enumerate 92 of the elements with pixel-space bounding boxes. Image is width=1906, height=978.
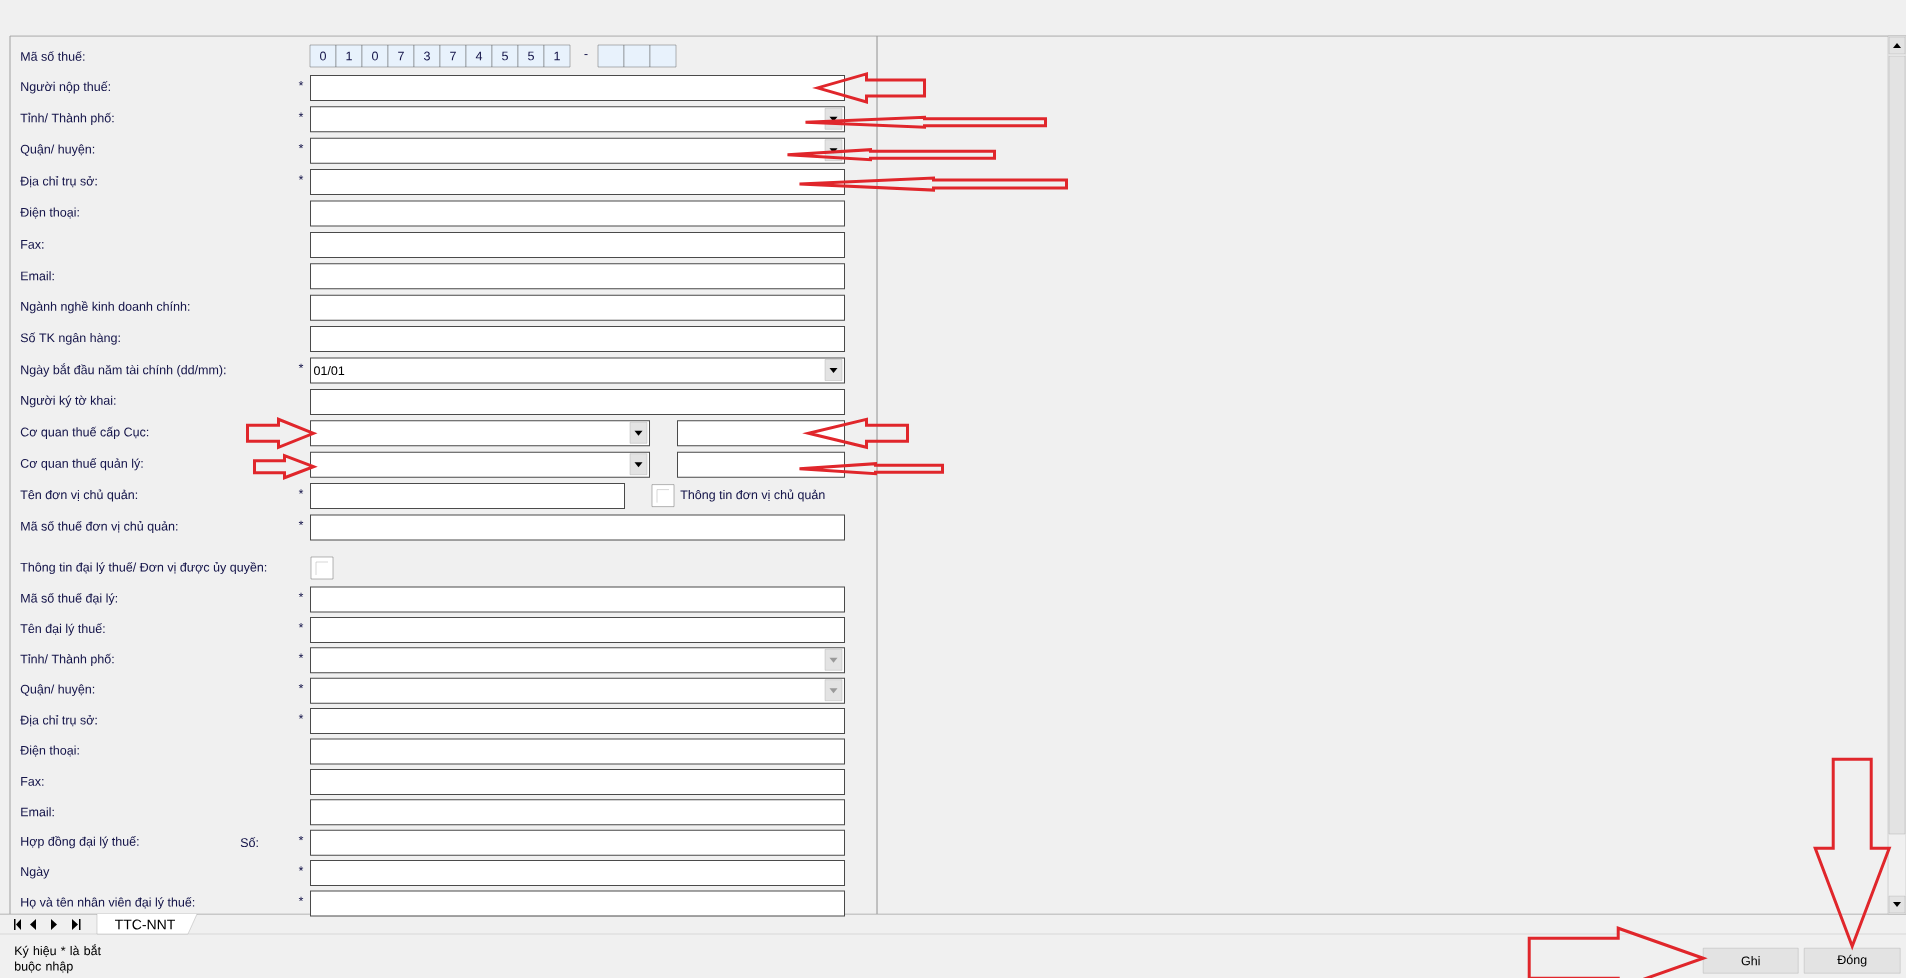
input-field bbox=[310, 799, 845, 826]
field-label: Số TK ngân hàng: bbox=[20, 332, 120, 345]
required-mark: * bbox=[298, 592, 304, 598]
field-label: Số: bbox=[240, 837, 258, 848]
required-mark: * bbox=[298, 363, 304, 369]
digit-box: 5 bbox=[517, 44, 545, 68]
field-label: Người nộp thuế: bbox=[21, 81, 110, 94]
input-field bbox=[310, 738, 845, 765]
checkbox-label: Thông tin đơn vị chủ quản bbox=[680, 489, 825, 502]
input-field bbox=[310, 708, 845, 735]
input-field bbox=[310, 294, 845, 321]
input-field bbox=[310, 74, 845, 101]
field-label: Tỉnh/ Thành phố: bbox=[20, 112, 114, 125]
field-label: Địa chỉ trụ sở: bbox=[20, 714, 97, 727]
required-mark: * bbox=[298, 112, 304, 117]
input-field bbox=[310, 169, 845, 196]
input-field bbox=[310, 326, 845, 353]
dropdown-field bbox=[310, 451, 650, 478]
input-field bbox=[310, 263, 845, 290]
required-mark: * bbox=[298, 81, 304, 86]
button: Ghi bbox=[1703, 948, 1799, 974]
digit-box: 7 bbox=[387, 44, 415, 68]
field-label: Tỉnh/ Thành phố: bbox=[20, 653, 114, 666]
field-label: Cơ quan thuế cấp Cục: bbox=[20, 426, 149, 439]
dropdown-field bbox=[310, 137, 845, 164]
input-field bbox=[310, 768, 845, 795]
required-mark: * bbox=[298, 653, 304, 658]
field-label: Email: bbox=[21, 807, 54, 817]
field-label: Hợp đồng đại lý thuế: bbox=[21, 836, 139, 849]
digit-box: 4 bbox=[465, 44, 493, 68]
input-field bbox=[310, 860, 845, 887]
field-label: Ngày bbox=[21, 866, 50, 879]
input-field bbox=[677, 420, 845, 447]
digit-box: 0 bbox=[361, 44, 389, 68]
required-mark: * bbox=[298, 683, 304, 689]
field-label: Mã số thuế đơn vị chủ quản: bbox=[21, 520, 178, 534]
field-label: Tên đại lý thuế: bbox=[20, 623, 105, 636]
required-mark: * bbox=[298, 175, 304, 180]
required-mark: * bbox=[298, 520, 304, 526]
block-arrow bbox=[798, 176, 1068, 192]
required-mark: * bbox=[298, 866, 304, 871]
digit-box: 1 bbox=[543, 44, 571, 68]
digit-box: 3 bbox=[413, 44, 441, 68]
button: Đóng bbox=[1804, 948, 1901, 974]
input-field bbox=[310, 200, 845, 227]
field-label: Điện thoại: bbox=[20, 207, 79, 219]
input-field bbox=[677, 451, 845, 478]
digit-box: 5 bbox=[491, 44, 519, 68]
dropdown-field: 01/01 bbox=[310, 357, 845, 384]
block-arrow bbox=[804, 115, 1047, 129]
field-label: Ngày bắt đầu năm tài chính (dd/mm): bbox=[21, 363, 226, 377]
hyphen-text: - bbox=[584, 54, 588, 56]
field-label: Họ và tên nhân viên đại lý thuế: bbox=[21, 896, 195, 910]
required-mark: * bbox=[298, 489, 304, 494]
input-field bbox=[310, 231, 845, 258]
input-field bbox=[310, 514, 845, 541]
required-mark: * bbox=[298, 896, 304, 902]
input-field bbox=[310, 483, 625, 510]
field-label: Điện thoại: bbox=[20, 745, 79, 757]
block-arrow bbox=[798, 462, 944, 476]
dropdown-field bbox=[310, 647, 845, 674]
block-arrow bbox=[786, 148, 996, 162]
required-mark: * bbox=[298, 623, 304, 628]
dropdown-field bbox=[310, 420, 650, 447]
input-field bbox=[310, 616, 845, 643]
digit-box: 0 bbox=[309, 44, 337, 68]
field-label: Tên đơn vị chủ quản: bbox=[20, 489, 138, 502]
field-label: Ngành nghề kinh doanh chính: bbox=[21, 301, 190, 314]
field-label: Mã số thuế: bbox=[21, 51, 85, 61]
required-mark: * bbox=[298, 835, 304, 841]
input-field bbox=[310, 586, 845, 613]
note-text: Ký hiệu * là bắt buộc nhập bbox=[15, 944, 101, 974]
field-label: Người ký tờ khai: bbox=[21, 395, 116, 408]
field-label: Cơ quan thuế quản lý: bbox=[20, 458, 143, 471]
field-label: Mã số thuế đại lý: bbox=[21, 592, 117, 606]
field-label: Địa chỉ trụ sở: bbox=[20, 175, 97, 188]
required-mark: * bbox=[298, 714, 304, 719]
input-field bbox=[310, 388, 845, 415]
input-field bbox=[310, 829, 845, 856]
sheet-tab: TTC-NNT bbox=[96, 913, 198, 935]
digit-box: 1 bbox=[335, 44, 363, 68]
required-mark: * bbox=[298, 143, 304, 149]
digit-box: 7 bbox=[439, 44, 467, 68]
input-field bbox=[310, 890, 845, 917]
field-label: Quận/ huyện: bbox=[20, 684, 95, 697]
field-label: Thông tin đại lý thuế/ Đơn vị được ủy quyền: bbox=[20, 561, 267, 575]
field-label: Email: bbox=[21, 271, 54, 281]
field-label: Fax: bbox=[21, 240, 44, 249]
field-label: Quận/ huyện: bbox=[20, 144, 95, 157]
field-label: Fax: bbox=[21, 777, 44, 786]
dropdown-field bbox=[310, 677, 845, 704]
dropdown-field bbox=[310, 106, 845, 133]
